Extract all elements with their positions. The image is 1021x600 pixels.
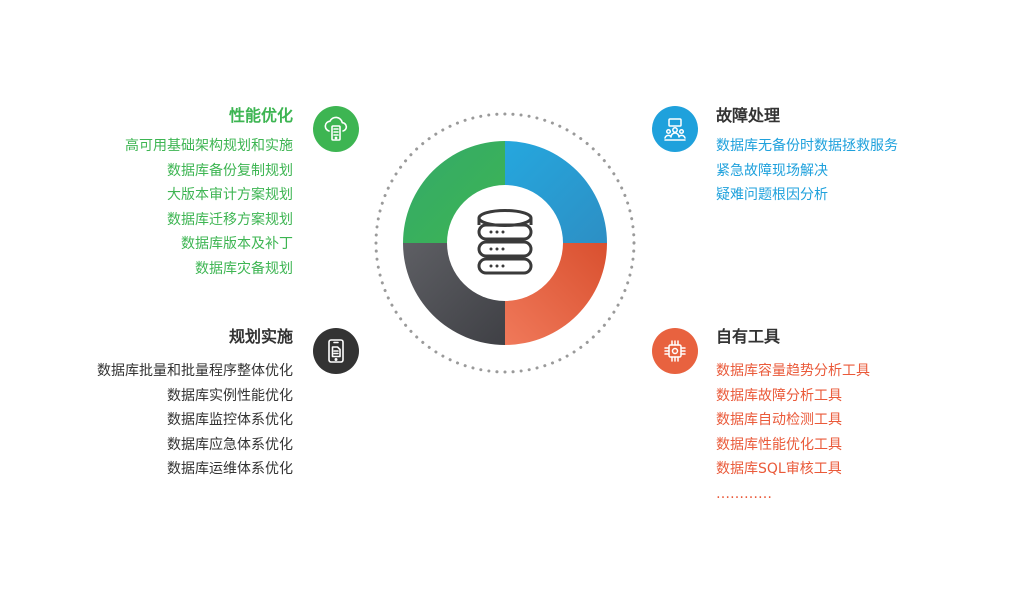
list-item: 数据库自动检测工具	[716, 412, 842, 428]
ring-segment-own-tools	[505, 243, 607, 345]
list-item: 数据库迁移方案规划	[167, 211, 293, 228]
list-item: 数据库批量和批量程序整体优化	[97, 363, 293, 379]
section-title: 性能优化	[228, 106, 293, 125]
list-item: 数据库运维体系优化	[167, 461, 293, 477]
list-item: 数据库版本及补丁	[181, 236, 293, 252]
ring-segment-planning	[403, 243, 505, 345]
list-item: 数据库监控体系优化	[167, 412, 293, 428]
tablet-document-icon	[313, 328, 359, 374]
service-ring-diagram	[374, 112, 636, 374]
own-tools-section: 自有工具 数据库容量趋势分析工具 数据库故障分析工具 数据库自动检测工具 数据库…	[716, 325, 870, 506]
ring-segment-fault-handling	[505, 141, 607, 243]
list-item: 高可用基础架构规划和实施	[125, 138, 293, 154]
planning-implementation-section: 规划实施 数据库批量和批量程序整体优化 数据库实例性能优化 数据库监控体系优化 …	[97, 325, 293, 482]
list-item: 数据库性能优化工具	[716, 436, 842, 453]
list-item: 紧急故障现场解决	[716, 162, 828, 179]
item-list: 数据库无备份时数据拯救服务 紧急故障现场解决 疑难问题根因分析	[716, 134, 898, 208]
performance-optimization-section: 性能优化 高可用基础架构规划和实施 数据库备份复制规划 大版本审计方案规划 数据…	[125, 104, 293, 281]
list-item: 数据库备份复制规划	[167, 162, 293, 179]
team-support-icon	[652, 106, 698, 152]
list-item: 数据库灾备规划	[195, 260, 293, 277]
section-title: 故障处理	[716, 106, 781, 125]
list-item: …………	[716, 485, 772, 502]
dotted-outer-ring	[374, 112, 636, 374]
list-item: 大版本审计方案规划	[167, 187, 293, 203]
section-title: 自有工具	[716, 327, 781, 346]
list-item: 数据库实例性能优化	[167, 387, 293, 404]
database-icon	[477, 209, 533, 275]
list-item: 数据库容量趋势分析工具	[716, 363, 870, 379]
cloud-server-icon	[313, 106, 359, 152]
list-item: 数据库无备份时数据拯救服务	[716, 138, 898, 154]
section-title: 规划实施	[228, 327, 293, 346]
ring-segment-performance	[403, 141, 505, 243]
list-item: 数据库应急体系优化	[167, 436, 293, 453]
list-item: 数据库故障分析工具	[716, 387, 842, 404]
fault-handling-section: 故障处理 数据库无备份时数据拯救服务 紧急故障现场解决 疑难问题根因分析	[716, 104, 898, 208]
list-item: 疑难问题根因分析	[716, 187, 828, 203]
gear-chip-icon	[652, 328, 698, 374]
item-list: 数据库批量和批量程序整体优化 数据库实例性能优化 数据库监控体系优化 数据库应急…	[97, 359, 293, 482]
item-list: 数据库容量趋势分析工具 数据库故障分析工具 数据库自动检测工具 数据库性能优化工…	[716, 359, 870, 506]
list-item: 数据库SQL审核工具	[716, 461, 842, 477]
item-list: 高可用基础架构规划和实施 数据库备份复制规划 大版本审计方案规划 数据库迁移方案…	[125, 134, 293, 281]
